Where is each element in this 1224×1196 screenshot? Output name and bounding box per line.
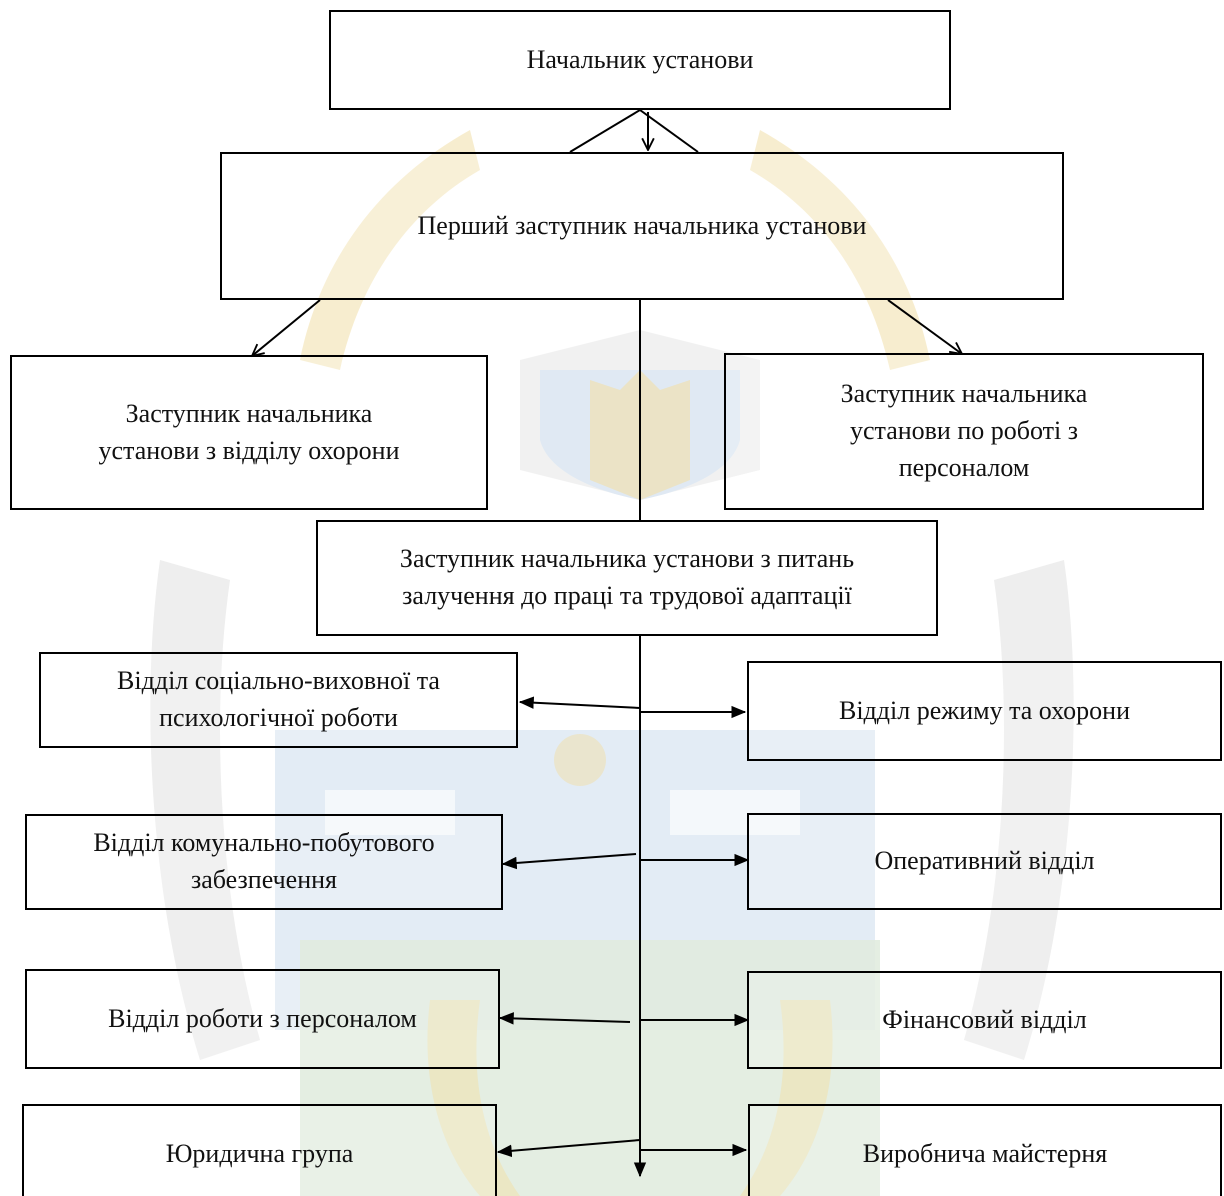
box-deputy-security-label: Заступник начальника установи з відділу … [98, 398, 400, 465]
box-dept-social: Відділ соціально-виховної та психологічн… [39, 652, 518, 748]
box-legal-group-label: Юридична група [165, 1138, 354, 1168]
box-deputy-personnel: Заступник начальника установи по роботі … [724, 353, 1204, 510]
arrow-to-deputy-security [252, 299, 321, 356]
box-deputy-security: Заступник начальника установи з відділу … [10, 355, 488, 510]
box-dept-finance-label: Фінансовий відділ [882, 1004, 1087, 1034]
arrow-to-deputy-personnel [887, 299, 962, 354]
box-dept-regime-label: Відділ режиму та охорони [838, 695, 1130, 725]
box-first-deputy-label: Перший заступник начальника установи [417, 210, 867, 240]
box-dept-regime: Відділ режиму та охорони [747, 661, 1222, 761]
arrow-dept-communal [501, 853, 637, 870]
box-dept-communal-label: Відділ комунально-побутового забезпеченн… [93, 828, 435, 894]
box-workshop: Виробнича майстерня [748, 1104, 1222, 1196]
box-dept-operative: Оперативний відділ [747, 813, 1222, 910]
box-workshop-label: Виробнича майстерня [862, 1138, 1108, 1168]
box-dept-finance: Фінансовий відділ [747, 971, 1222, 1069]
arrow-dept-personnel [498, 1012, 631, 1025]
arrow-legal-group [496, 1139, 641, 1158]
box-deputy-personnel-label: Заступник начальника установи по роботі … [840, 379, 1088, 482]
connector-head-right [639, 109, 699, 153]
box-dept-personnel-label: Відділ роботи з персоналом [108, 1003, 417, 1033]
box-dept-personnel: Відділ роботи з персоналом [25, 969, 500, 1069]
arrow-dept-social [518, 696, 641, 709]
box-head: Начальник установи [329, 10, 951, 110]
box-dept-social-label: Відділ соціально-виховної та психологічн… [117, 666, 440, 732]
box-head-label: Начальник установи [526, 44, 754, 74]
box-deputy-labor: Заступник начальника установи з питань з… [316, 520, 938, 636]
box-first-deputy: Перший заступник начальника установи [220, 152, 1064, 300]
box-dept-communal: Відділ комунально-побутового забезпеченн… [25, 814, 503, 910]
box-dept-operative-label: Оперативний відділ [874, 846, 1095, 876]
box-deputy-labor-label: Заступник начальника установи з питань з… [399, 544, 855, 610]
connector-head-left [569, 109, 641, 153]
box-legal-group: Юридична група [22, 1104, 497, 1196]
